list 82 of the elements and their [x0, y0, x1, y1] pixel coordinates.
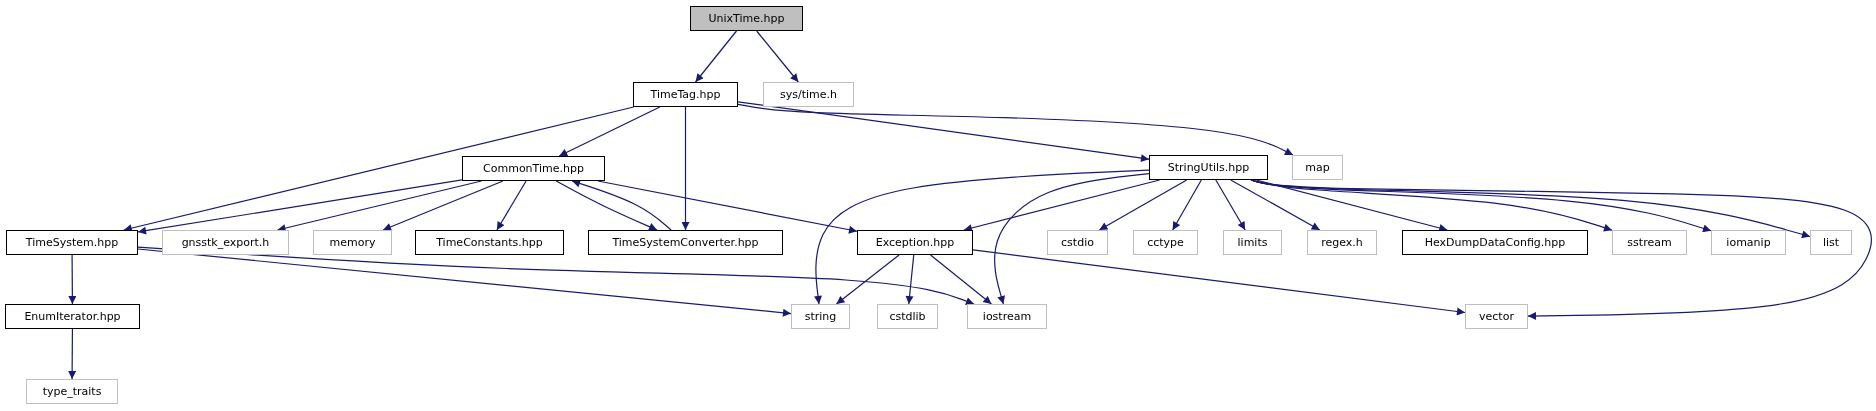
file-name: sys/time.h	[780, 88, 837, 101]
dependency-arrow	[694, 30, 738, 83]
file-name: memory	[329, 236, 376, 249]
file-node	[1307, 230, 1377, 255]
dependency-arrow	[1098, 179, 1188, 231]
file-name: TimeConstants.hpp	[436, 236, 543, 249]
dependency-arrow	[1250, 179, 1872, 320]
file-name: map	[1305, 161, 1330, 174]
file-name: vector	[1479, 310, 1514, 323]
dependency-arrow	[681, 106, 690, 231]
dependency-arrow	[68, 328, 77, 380]
file-name: string	[804, 310, 837, 323]
file-name: HexDumpDataConfig.hpp	[1424, 236, 1566, 249]
dependency-arrow	[994, 173, 1150, 305]
file-node	[162, 230, 289, 255]
dependency-arrow	[963, 179, 1161, 232]
file-node	[633, 82, 738, 107]
dependency-arrow	[972, 249, 1466, 316]
file-node	[588, 230, 783, 255]
dependency-arrow	[905, 254, 915, 305]
dependency-arrow	[558, 106, 661, 157]
dependency-arrow	[597, 180, 858, 234]
dependency-arrow	[123, 106, 635, 232]
file-node	[791, 304, 850, 329]
file-name: StringUtils.hpp	[1167, 161, 1250, 174]
file-name: EnumIterator.hpp	[24, 310, 121, 323]
file-node	[690, 6, 803, 31]
file-node	[763, 82, 854, 107]
file-node	[462, 156, 605, 181]
dependency-arrow	[276, 180, 483, 232]
file-node	[877, 304, 938, 329]
dependency-arrow	[137, 248, 792, 317]
file-name: gnsstk_export.h	[181, 236, 270, 249]
file-name: cctype	[1147, 236, 1184, 249]
file-node	[313, 230, 392, 255]
dependency-arrow	[1215, 179, 1246, 231]
dependency-arrow	[571, 179, 672, 231]
dependency-arrow	[68, 254, 77, 305]
file-name: sstream	[1627, 236, 1672, 249]
file-name: iomanip	[1726, 236, 1771, 249]
file-name: TimeTag.hpp	[650, 88, 721, 101]
file-node	[1810, 230, 1852, 255]
file-name: list	[1822, 236, 1840, 249]
file-node	[415, 230, 564, 255]
file-name: TimeSystemConverter.hpp	[612, 236, 759, 249]
dependency-arrow	[756, 30, 799, 83]
dependency-arrow	[137, 246, 975, 305]
file-name: CommonTime.hpp	[483, 162, 584, 175]
dependency-arrow	[929, 254, 993, 305]
file-node	[1612, 230, 1687, 255]
file-node	[1292, 155, 1343, 180]
file-name: TimeSystem.hpp	[25, 236, 119, 249]
file-node	[1402, 230, 1588, 255]
file-node	[6, 230, 138, 255]
file-node	[1223, 230, 1282, 255]
file-node	[5, 304, 140, 329]
file-name: cstdio	[1061, 236, 1094, 249]
file-node	[1711, 230, 1786, 255]
file-node	[1047, 230, 1108, 255]
dependency-arrow	[382, 180, 504, 231]
file-node	[1133, 230, 1198, 255]
dependency-arrow	[1172, 179, 1202, 231]
dependency-arrow	[1230, 179, 1321, 231]
file-name: UnixTime.hpp	[708, 12, 785, 25]
file-node	[26, 379, 118, 404]
dependency-arrow	[737, 103, 1294, 156]
file-node	[1149, 155, 1268, 180]
file-name: iostream	[982, 310, 1032, 323]
file-name: Exception.hpp	[875, 236, 955, 249]
file-name: regex.h	[1321, 236, 1363, 249]
dependency-arrow	[835, 254, 900, 305]
dependency-arrow	[737, 101, 1150, 163]
file-node	[967, 304, 1047, 329]
file-name: cstdlib	[889, 310, 926, 323]
file-node	[1465, 304, 1528, 329]
file-node	[857, 230, 973, 255]
file-name: type_traits	[42, 385, 102, 398]
file-name: limits	[1237, 236, 1268, 249]
dependency-arrow	[137, 179, 463, 235]
dependency-arrow	[814, 169, 1150, 305]
dependency-arrow	[496, 180, 527, 231]
dependency-arrow	[555, 180, 658, 231]
